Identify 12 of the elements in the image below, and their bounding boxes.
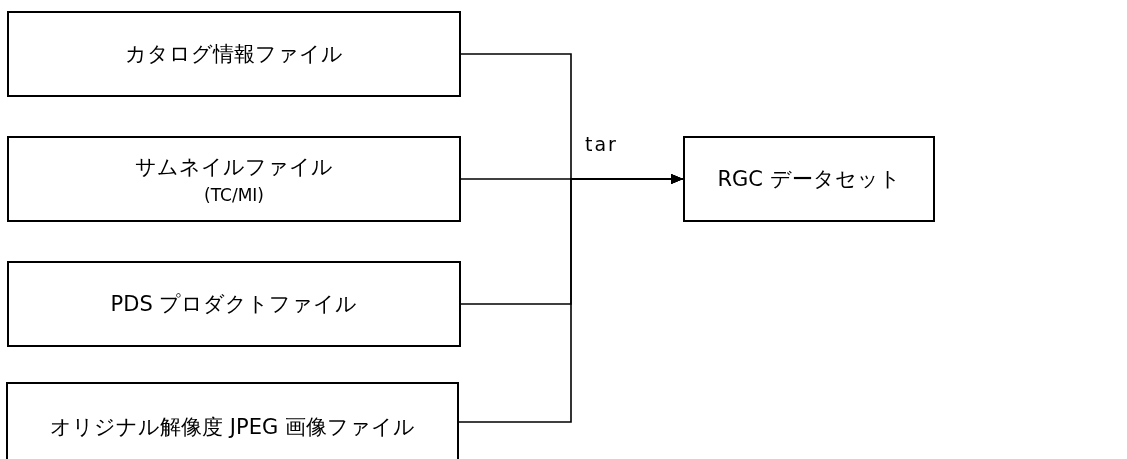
file-box bbox=[6, 382, 459, 459]
file-box bbox=[7, 261, 461, 347]
connector-arrow bbox=[458, 174, 684, 423]
file-box bbox=[7, 136, 461, 222]
file-box bbox=[7, 11, 461, 97]
box-title: RGC データセット bbox=[717, 166, 901, 193]
box-title: カタログ情報ファイル bbox=[125, 41, 343, 68]
file-box bbox=[683, 136, 935, 222]
box-subtitle: (TC/MI) bbox=[204, 185, 264, 205]
box-title: PDS プロダクトファイル bbox=[110, 291, 358, 318]
box-title: サムネイルファイル bbox=[135, 154, 333, 181]
box-title: オリジナル解像度 JPEG 画像ファイル bbox=[50, 414, 415, 441]
